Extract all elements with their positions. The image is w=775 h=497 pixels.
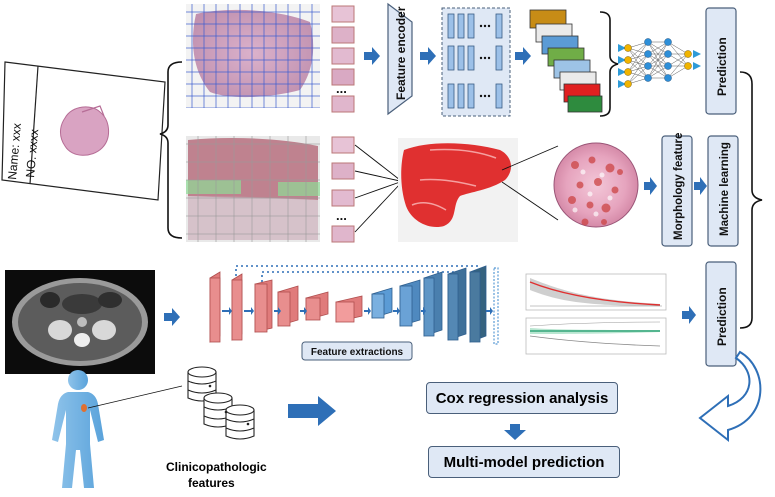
multi-model-label: Multi-model prediction: [443, 453, 605, 471]
zoom-lines: [501, 145, 559, 221]
machine-learning-box: [707, 135, 739, 247]
machine-learning-label: Machine learning: [719, 142, 731, 236]
feature-encoder-label: Feature encoder: [394, 6, 408, 100]
cox-regression-box: Cox regression analysis: [426, 382, 618, 414]
prediction-box-top: [705, 7, 737, 115]
ellipsis-middle: ...: [336, 208, 347, 223]
segmentation-network: [209, 265, 499, 345]
tile-grid: [186, 4, 320, 108]
clinicopathologic-label: Clinicopathologic: [166, 460, 267, 474]
arrow-morphology-to-ml: [694, 177, 707, 195]
arrow-patch-to-encoder: [364, 47, 380, 65]
feature-vectors-block: [441, 7, 511, 117]
prediction-box-bottom: [705, 261, 737, 367]
feature-encoder-block: [387, 2, 413, 116]
ellipsis-top: ...: [336, 81, 347, 96]
feature-stack: [529, 9, 603, 113]
arrow-to-cox: [288, 396, 336, 426]
arrow-encoder-to-features: [420, 47, 436, 65]
slide-name-text: Name: xxx: [5, 123, 24, 181]
segmentation-map: [398, 138, 518, 242]
neural-network-icon: [618, 38, 701, 88]
arrow-ct-to-network: [164, 308, 180, 326]
features-label: features: [188, 476, 235, 490]
feature-extractions-label: Feature extractions: [311, 347, 404, 358]
converging-lines: [354, 144, 401, 233]
arrow-cox-to-multimodel: [504, 424, 526, 440]
human-body-icon: [52, 370, 104, 488]
right-brace-top: [599, 11, 619, 117]
right-brace-large: [739, 71, 763, 329]
cox-regression-label: Cox regression analysis: [435, 389, 609, 407]
morphology-feature-box: [661, 135, 693, 247]
curved-return-arrow-icon: [698, 350, 762, 443]
prediction-bottom-label: Prediction: [715, 287, 729, 346]
slide-number-text: NO. xxxx: [23, 129, 41, 179]
arrow-features-to-stack: [515, 47, 531, 65]
arrow-plots-to-prediction: [682, 306, 696, 324]
body-pointer-line: [87, 385, 183, 409]
database-icon: [187, 366, 255, 440]
feature-extractions-box: [301, 341, 413, 361]
survival-plot-bottom: [525, 317, 667, 355]
heatmap-grid: [186, 136, 320, 242]
patch-column-middle: [331, 136, 355, 243]
zoom-circle: [553, 142, 639, 228]
morphology-feature-label: Morphology feature: [673, 133, 685, 240]
ct-scan: [5, 270, 155, 374]
multi-model-box: Multi-model prediction: [428, 446, 620, 478]
survival-plot-top: [525, 273, 667, 311]
slide-icon: [1, 61, 166, 201]
prediction-top-label: Prediction: [715, 37, 729, 96]
slide-tissue: [60, 106, 109, 156]
arrow-zoom-to-morphology: [644, 177, 657, 195]
patch-column-top: [331, 5, 355, 113]
left-brace: [159, 61, 183, 239]
